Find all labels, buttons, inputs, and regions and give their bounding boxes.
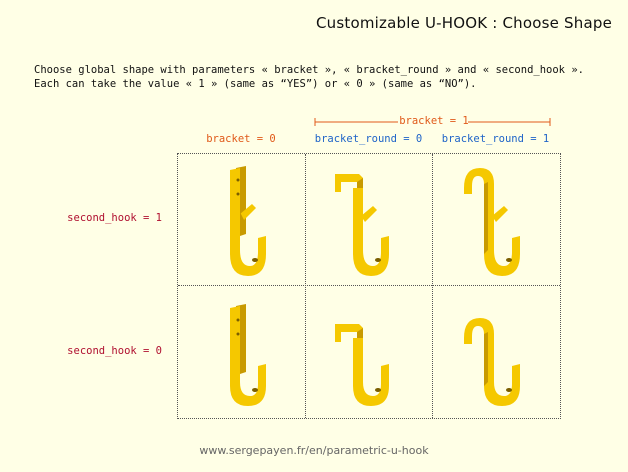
hook-image-square: [305, 286, 432, 418]
intro-line-1: Choose global shape with parameters « br…: [34, 64, 584, 76]
hook-image-square-second-hook: [305, 154, 432, 286]
row-label-second-hook-0: second_hook = 0: [67, 345, 162, 357]
hook-image-round-second-hook: [432, 154, 559, 286]
bracket-one-label: bracket = 1: [399, 115, 469, 127]
bracket-group-line: [314, 118, 551, 126]
shape-grid: [177, 153, 561, 419]
intro-line-2: Each can take the value « 1 » (same as “…: [34, 78, 477, 90]
col-label-bracket-0: bracket = 0: [206, 133, 276, 145]
page-title: Customizable U-HOOK : Choose Shape: [315, 14, 612, 32]
row-label-second-hook-1: second_hook = 1: [67, 212, 162, 224]
col-label-bracket-round-0: bracket_round = 0: [314, 133, 423, 145]
col-label-bracket-round-1: bracket_round = 1: [441, 133, 550, 145]
footer-url: www.sergepayen.fr/en/parametric-u-hook: [199, 444, 429, 457]
hook-image-plain: [178, 286, 305, 418]
hook-image-plain-second-hook: [178, 154, 305, 286]
hook-image-round: [432, 286, 559, 418]
